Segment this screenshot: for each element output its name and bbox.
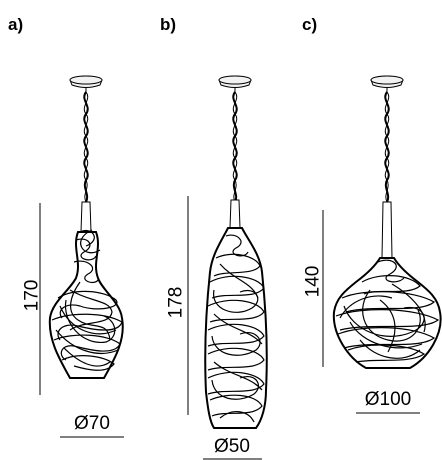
diameter-label-a: Ø70 (74, 413, 110, 434)
height-label-c: 140 (302, 265, 324, 298)
lamp-c-wire-mesh (335, 259, 440, 363)
panel-c-label: c) (302, 15, 318, 34)
lamp-b (187, 75, 268, 460)
lamp-b-cable-inner (232, 91, 238, 203)
lamp-a-cable-inner (83, 91, 89, 203)
height-label-a: 170 (21, 279, 43, 312)
lamp-a-dimension-lines (39, 203, 124, 438)
diameter-label-b: Ø50 (214, 436, 250, 457)
lamp-c-cable-inner (384, 91, 390, 203)
lamp-c-socket (381, 201, 393, 259)
lamp-b-canopy (218, 75, 252, 92)
lamp-c-shade-outline (332, 257, 442, 369)
diameter-label-c: Ø100 (364, 389, 412, 410)
lamp-b-socket (229, 199, 241, 229)
lamp-b-dimension-lines (187, 196, 262, 460)
lamp-a (39, 75, 124, 438)
lamp-a-canopy (69, 75, 103, 92)
lamp-c-dimension-lines (322, 210, 420, 414)
lamp-c (322, 75, 442, 414)
panel-b-label: b) (160, 15, 177, 34)
lamp-a-shade-outline (48, 231, 124, 379)
lamp-a-socket (80, 201, 92, 233)
panel-a-label: a) (8, 15, 24, 34)
lamp-b-shade-outline (204, 227, 268, 429)
lamp-c-canopy (370, 75, 404, 92)
lamp-a-wire-mesh (51, 229, 123, 371)
height-label-b: 178 (165, 286, 187, 319)
lamp-b-wire-mesh (207, 234, 265, 423)
